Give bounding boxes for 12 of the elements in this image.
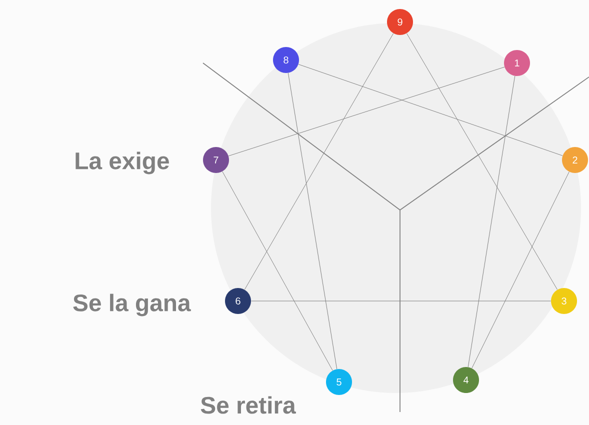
side-label: La exige [76,152,169,174]
connector-line [250,300,552,302]
connector-line [406,33,558,290]
connector-line [228,66,505,156]
connector-line [298,64,563,156]
connector-line [472,172,570,368]
connector-line [288,72,338,370]
connector-line [468,76,516,368]
connector-line [222,171,333,371]
connector-line [244,33,394,290]
side-label: Se retira [200,396,296,414]
side-label: Se la gana [73,294,191,316]
